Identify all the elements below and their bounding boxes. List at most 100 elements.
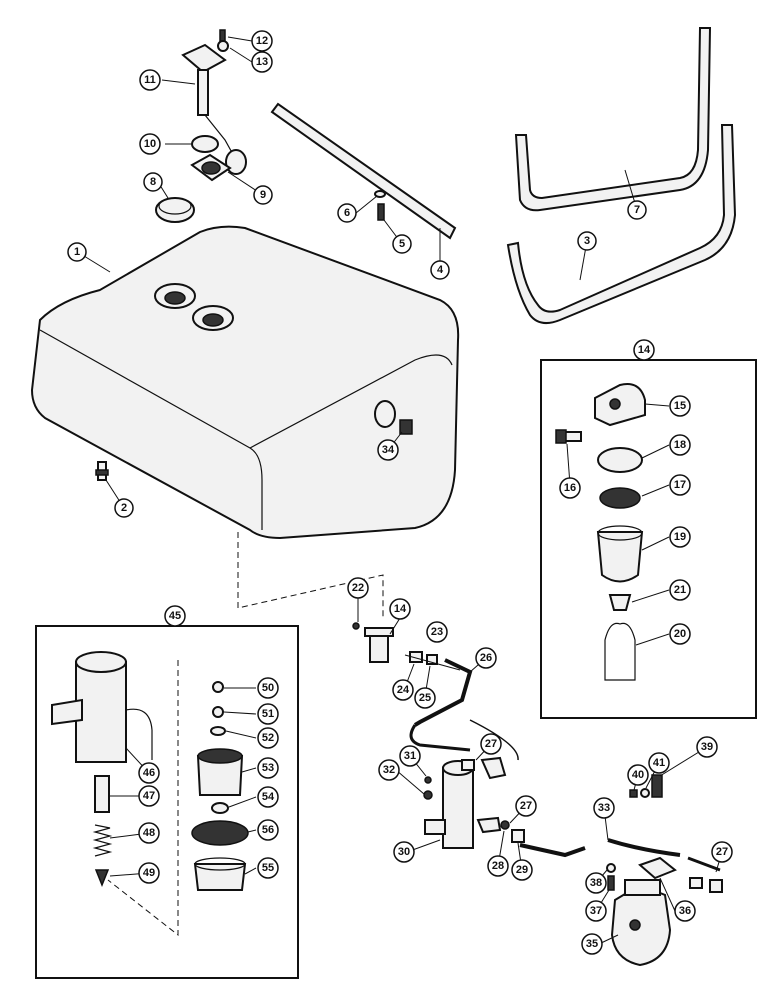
svg-text:14: 14 <box>394 603 407 615</box>
callout-5: 5 <box>392 234 412 254</box>
callout-32: 32 <box>378 759 400 781</box>
callout-56: 56 <box>257 819 279 841</box>
svg-text:33: 33 <box>598 802 610 814</box>
callout-22: 22 <box>347 577 369 599</box>
seal <box>210 726 226 736</box>
fuel-pump-detail-box <box>35 625 299 979</box>
tank-strap-upper <box>514 27 712 212</box>
svg-text:26: 26 <box>480 652 492 664</box>
svg-text:7: 7 <box>634 204 640 216</box>
svg-text:45: 45 <box>169 610 181 622</box>
filler-cap <box>155 197 195 223</box>
svg-text:30: 30 <box>398 846 410 858</box>
cup <box>211 802 229 814</box>
svg-text:36: 36 <box>679 905 691 917</box>
fuel-tank <box>30 225 460 540</box>
o-ring <box>212 681 224 693</box>
carburetor-gasket <box>638 856 677 880</box>
svg-text:40: 40 <box>632 769 644 781</box>
bowl-gasket <box>597 447 643 473</box>
fittings <box>409 651 438 665</box>
callout-50: 50 <box>257 677 279 699</box>
callout-49: 49 <box>138 862 160 884</box>
callout-25: 25 <box>414 687 436 709</box>
callout-20: 20 <box>669 623 691 645</box>
callout-40: 40 <box>627 764 649 786</box>
sediment-bowl-assembly <box>364 627 394 663</box>
svg-text:48: 48 <box>143 827 155 839</box>
svg-text:21: 21 <box>674 584 686 596</box>
callout-29: 29 <box>511 859 533 881</box>
pump-fittings <box>461 756 507 780</box>
svg-text:6: 6 <box>344 207 350 219</box>
callout-28: 28 <box>487 855 509 877</box>
connector <box>352 622 360 630</box>
callout-11: 11 <box>139 69 161 91</box>
callout-1: 1 <box>67 242 87 262</box>
svg-text:32: 32 <box>383 764 395 776</box>
svg-text:27: 27 <box>716 846 728 858</box>
plunger-spring <box>92 824 113 857</box>
callout-27-upper: 27 <box>480 733 502 755</box>
callout-33: 33 <box>593 797 615 819</box>
callout-9: 9 <box>253 185 273 205</box>
callout-51: 51 <box>257 703 279 725</box>
callout-24: 24 <box>392 679 414 701</box>
magnet <box>196 748 244 796</box>
svg-text:27: 27 <box>485 738 497 750</box>
bolt <box>377 203 385 221</box>
svg-text:50: 50 <box>262 682 274 694</box>
svg-text:56: 56 <box>262 824 274 836</box>
svg-text:39: 39 <box>701 741 713 753</box>
svg-text:8: 8 <box>150 176 156 188</box>
svg-text:49: 49 <box>143 867 155 879</box>
carb-fittings <box>689 877 723 893</box>
callout-10: 10 <box>139 133 161 155</box>
svg-text:10: 10 <box>144 138 156 150</box>
callout-48: 48 <box>138 822 160 844</box>
bowl-head <box>594 383 646 427</box>
shut-off-valve <box>555 429 582 444</box>
svg-text:53: 53 <box>262 762 274 774</box>
callout-55: 55 <box>257 857 279 879</box>
svg-text:47: 47 <box>143 790 155 802</box>
callout-26: 26 <box>475 647 497 669</box>
callout-17: 17 <box>669 474 691 496</box>
carb-screws <box>606 863 616 891</box>
svg-text:54: 54 <box>262 791 275 803</box>
callout-46: 46 <box>138 762 160 784</box>
callout-7: 7 <box>627 200 647 220</box>
svg-text:35: 35 <box>586 938 598 950</box>
glass-bowl <box>596 525 644 583</box>
pump-valve <box>94 869 110 888</box>
pump-washer <box>424 776 432 784</box>
tank-strap-lower <box>506 124 737 325</box>
callout-21: 21 <box>669 579 691 601</box>
filter-screen <box>599 487 641 509</box>
svg-text:24: 24 <box>397 684 410 696</box>
svg-text:22: 22 <box>352 582 364 594</box>
callout-37: 37 <box>585 900 607 922</box>
svg-text:31: 31 <box>404 750 416 762</box>
filter-element <box>191 820 249 846</box>
callout-4: 4 <box>430 260 450 280</box>
callout-2: 2 <box>114 498 134 518</box>
tank-fitting <box>399 419 413 435</box>
callout-27-middle: 27 <box>515 795 537 817</box>
callout-54: 54 <box>257 786 279 808</box>
callout-23: 23 <box>426 621 448 643</box>
svg-text:34: 34 <box>382 444 395 456</box>
pump-assembly-path <box>107 660 179 937</box>
pump-screw <box>423 790 433 800</box>
washer <box>212 706 224 718</box>
callout-13: 13 <box>251 51 273 73</box>
callout-41: 41 <box>648 752 670 774</box>
hardware-set <box>629 774 663 798</box>
svg-text:38: 38 <box>590 877 602 889</box>
svg-text:46: 46 <box>143 767 155 779</box>
svg-text:52: 52 <box>262 732 274 744</box>
callout-47: 47 <box>138 785 160 807</box>
callout-8: 8 <box>143 172 163 192</box>
plunger <box>94 775 110 813</box>
bowl-bail <box>604 622 636 681</box>
